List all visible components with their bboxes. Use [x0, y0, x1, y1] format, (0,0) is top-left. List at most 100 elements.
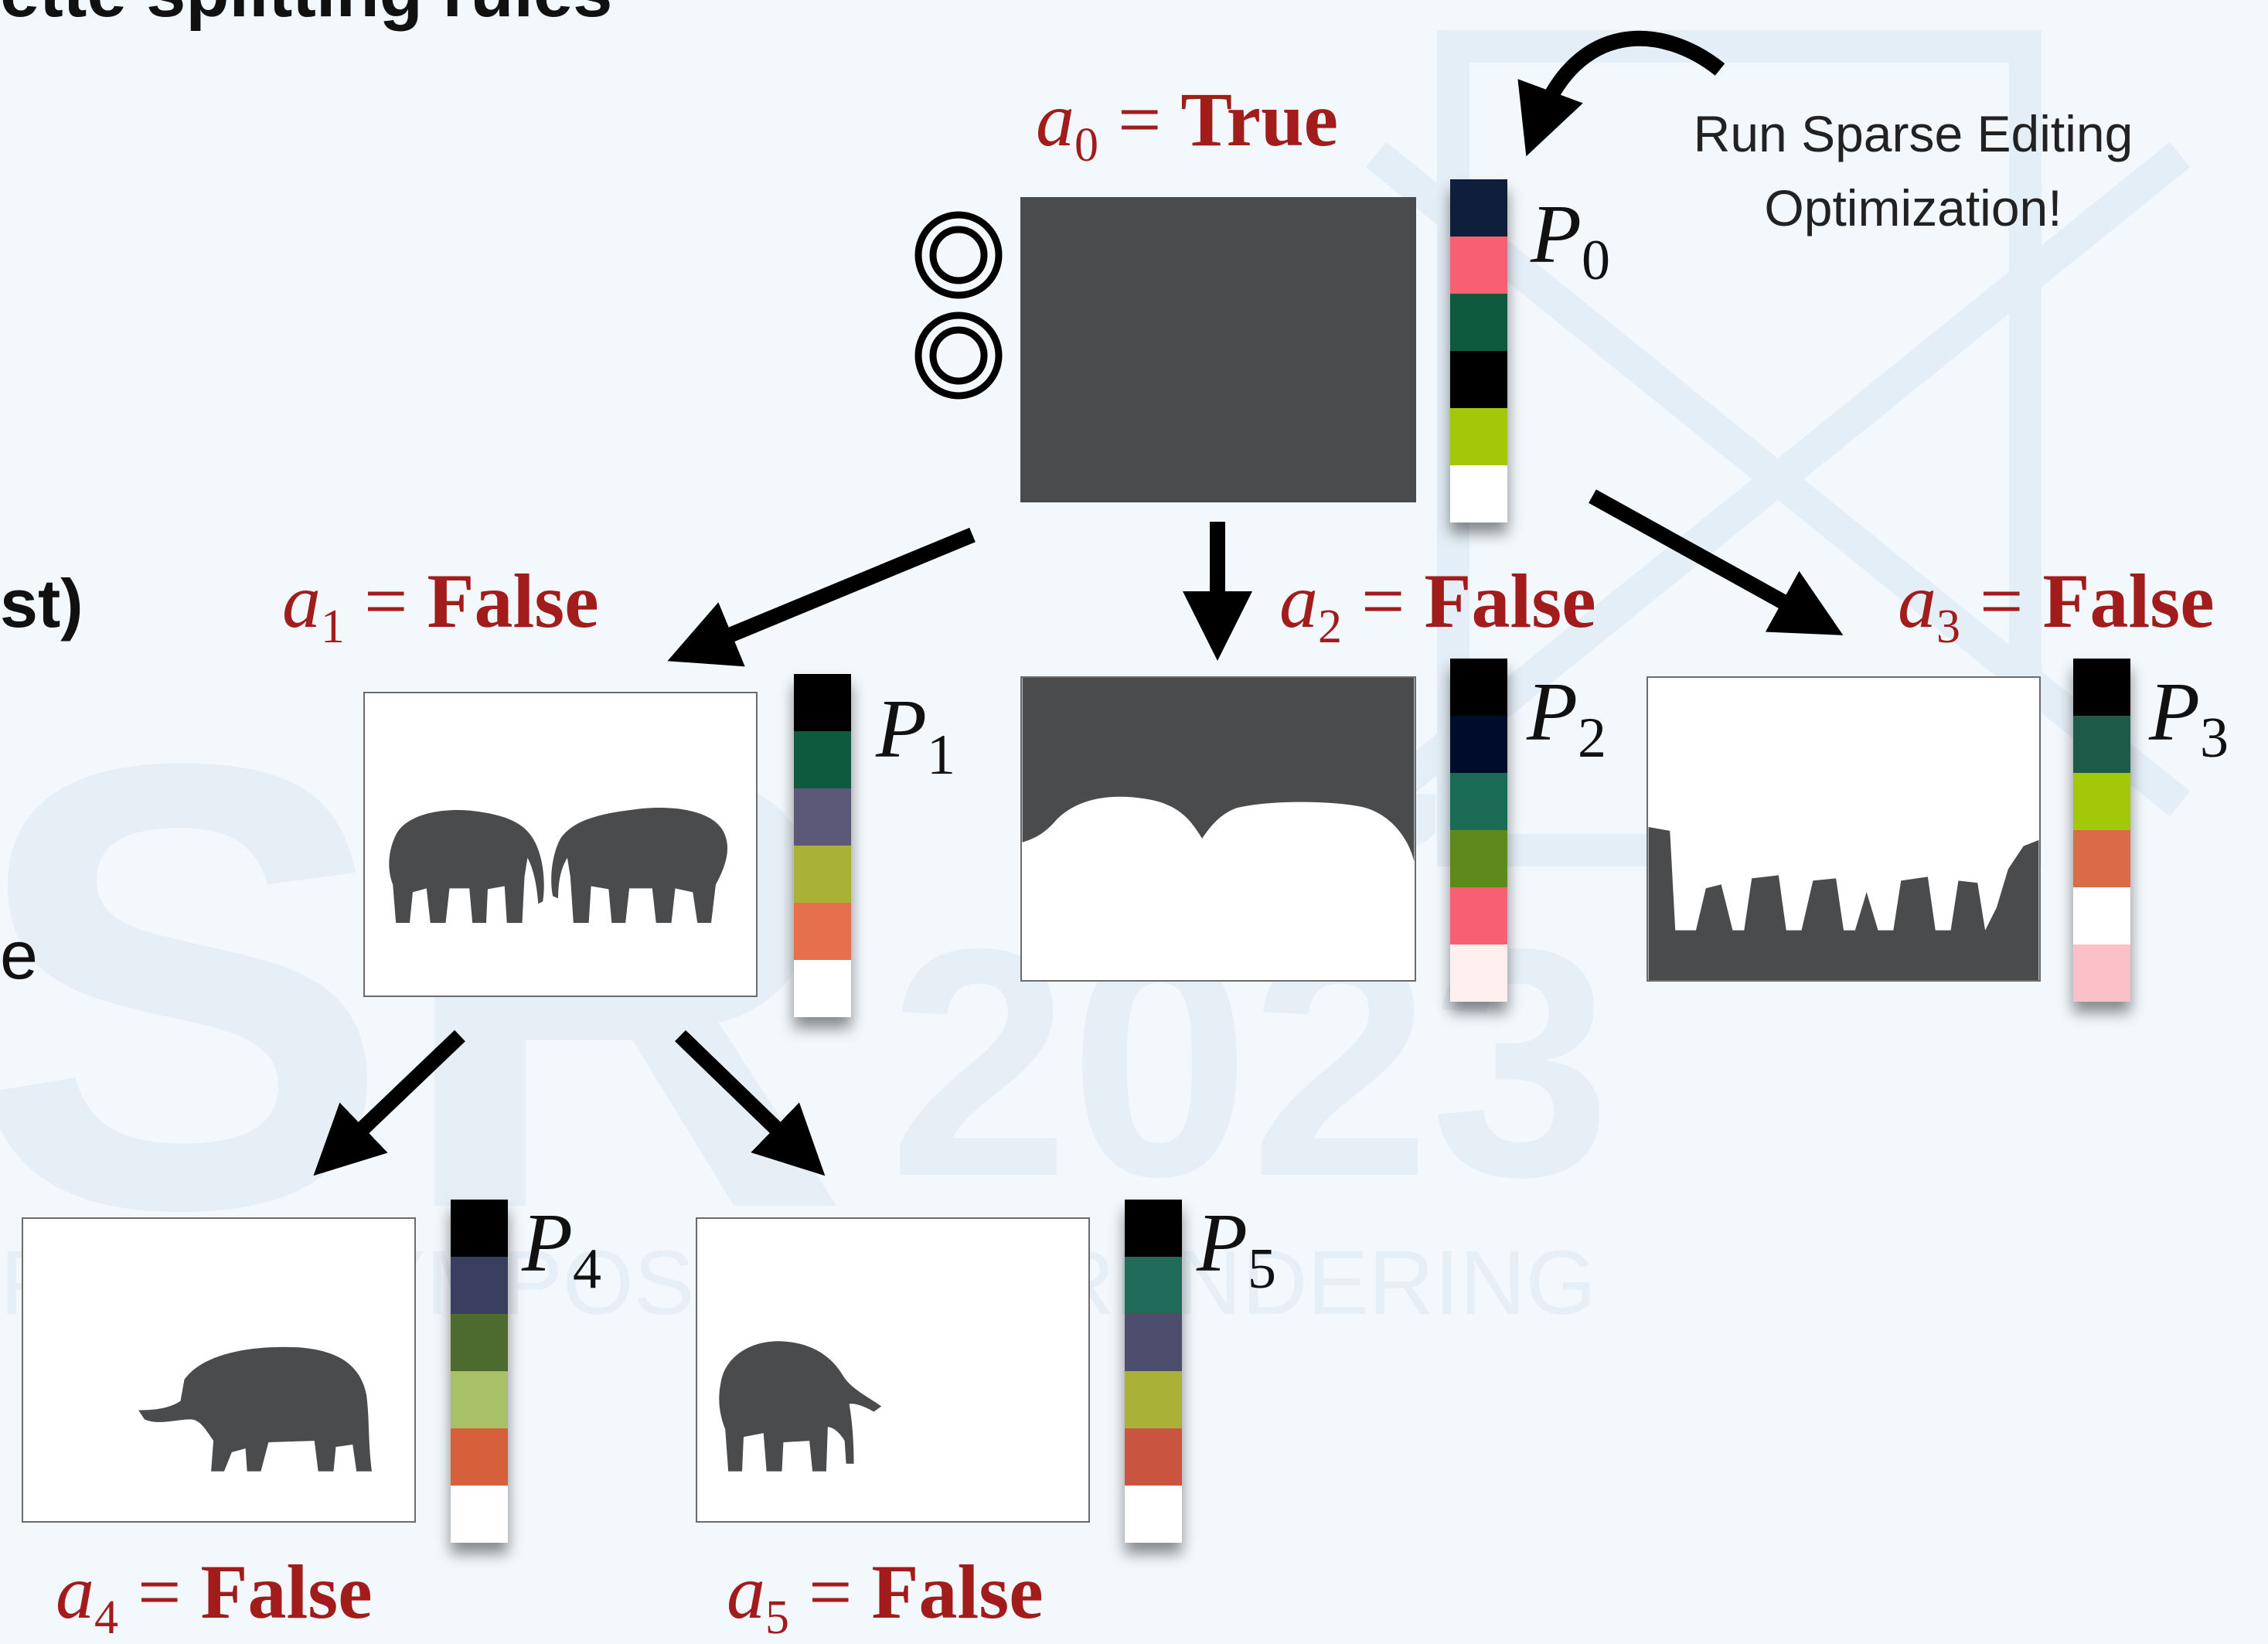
palette-swatch	[1450, 408, 1507, 465]
arrow-node-1-to-node-5	[675, 1030, 826, 1176]
palette-swatch	[1125, 1428, 1182, 1486]
palette-swatch	[1450, 659, 1507, 716]
concentric-circle-icon	[914, 311, 1003, 400]
palette-swatch	[794, 788, 851, 846]
palette-swatch	[451, 1257, 508, 1314]
palette-swatch	[2073, 659, 2130, 716]
a2-label: a2 = False	[1279, 558, 1596, 653]
p1-index: 1	[926, 723, 955, 787]
palette-node-2	[1450, 659, 1507, 1002]
palette-swatch	[1450, 887, 1507, 945]
note-line-2: Optimization!	[1764, 179, 2062, 237]
p4-label: P4	[522, 1202, 601, 1301]
palette-swatch	[794, 960, 851, 1017]
p0-index: 0	[1581, 229, 1610, 292]
a4-var: a	[56, 1549, 94, 1635]
p0-name: P	[1531, 189, 1582, 281]
a3-value: False	[2042, 558, 2215, 644]
palette-swatch	[2073, 830, 2130, 887]
p5-index: 5	[1247, 1237, 1276, 1301]
a1-label: a1 = False	[282, 558, 599, 653]
palette-swatch	[1450, 237, 1507, 294]
a2-value: False	[1424, 558, 1596, 644]
a5-value: False	[871, 1549, 1044, 1635]
curved-arrow-to-root	[1517, 30, 1725, 157]
mask-image-node-4	[22, 1217, 416, 1523]
p3-name: P	[2149, 666, 2200, 758]
mask-image-node-5	[696, 1217, 1090, 1523]
mask-image-node-1	[363, 692, 758, 997]
concentric-circle-icon	[914, 211, 1003, 299]
side-text-fragment-2: e	[0, 917, 38, 993]
palette-node-4	[451, 1200, 508, 1543]
p3-label: P3	[2149, 671, 2229, 770]
a5-index: 5	[765, 1591, 789, 1644]
palette-swatch	[1450, 465, 1507, 522]
p5-label: P5	[1197, 1202, 1276, 1301]
palette-swatch	[794, 846, 851, 903]
palette-swatch	[2073, 716, 2130, 773]
palette-swatch	[2073, 887, 2130, 945]
p1-label: P1	[876, 688, 955, 787]
palette-node-3	[2073, 659, 2130, 1002]
p4-name: P	[522, 1197, 573, 1289]
palette-swatch	[2073, 945, 2130, 1002]
palette-swatch	[1450, 773, 1507, 830]
elephant-silhouette-pair	[389, 808, 728, 923]
a3-var: a	[1898, 558, 1936, 644]
a1-var: a	[282, 558, 321, 644]
palette-swatch	[1450, 716, 1507, 773]
mask-image-node-0	[1020, 197, 1416, 502]
palette-swatch	[1450, 351, 1507, 408]
palette-swatch	[451, 1200, 508, 1257]
palette-swatch	[1125, 1371, 1182, 1428]
arrow-node-1-to-node-4	[313, 1030, 465, 1176]
a0-index: 0	[1074, 119, 1098, 172]
elephant-silhouette-right	[719, 1341, 882, 1472]
p2-index: 2	[1577, 706, 1606, 770]
a5-label: a5 = False	[727, 1549, 1044, 1644]
a3-index: 3	[1936, 601, 1960, 653]
palette-swatch	[794, 731, 851, 788]
a4-index: 4	[94, 1591, 118, 1644]
elephant-silhouette-left	[138, 1346, 372, 1472]
palette-swatch	[451, 1428, 508, 1486]
a4-value: False	[200, 1549, 373, 1635]
a0-label: a0 = True	[1036, 77, 1339, 172]
palette-swatch	[1125, 1314, 1182, 1371]
palette-node-1	[794, 674, 851, 1017]
arrow-root-to-node-3	[1589, 489, 1844, 635]
p5-name: P	[1197, 1197, 1248, 1289]
a1-index: 1	[321, 601, 345, 653]
p4-index: 4	[572, 1237, 601, 1301]
mask-image-node-3	[1647, 676, 2041, 982]
a3-label: a3 = False	[1898, 558, 2215, 653]
palette-swatch	[451, 1486, 508, 1543]
arrow-root-to-node-1	[667, 527, 976, 667]
optimization-note: Run Sparse Editing Optimization!	[1662, 97, 2164, 245]
slide-title: ette splitting rules	[0, 0, 850, 33]
palette-swatch	[1125, 1200, 1182, 1257]
a4-label: a4 = False	[56, 1549, 373, 1644]
background-mask-shape	[1022, 678, 1415, 862]
a1-value: False	[427, 558, 599, 644]
side-text-fragment-1: st)	[0, 565, 83, 642]
palette-swatch	[451, 1371, 508, 1428]
a2-index: 2	[1318, 601, 1342, 653]
palette-swatch	[1125, 1257, 1182, 1314]
palette-swatch	[1450, 830, 1507, 887]
palette-node-0	[1450, 179, 1507, 522]
note-line-1: Run Sparse Editing	[1693, 105, 2133, 162]
a2-var: a	[1279, 558, 1318, 644]
a0-value: True	[1180, 77, 1339, 162]
palette-swatch	[1450, 945, 1507, 1002]
palette-swatch	[1450, 179, 1507, 237]
palette-swatch	[1125, 1486, 1182, 1543]
p2-name: P	[1527, 666, 1578, 758]
palette-swatch	[1450, 294, 1507, 351]
p0-label: P0	[1531, 193, 1610, 292]
ground-mask-shape	[1648, 827, 2039, 980]
p1-name: P	[876, 683, 927, 775]
p3-index: 3	[2199, 706, 2229, 770]
